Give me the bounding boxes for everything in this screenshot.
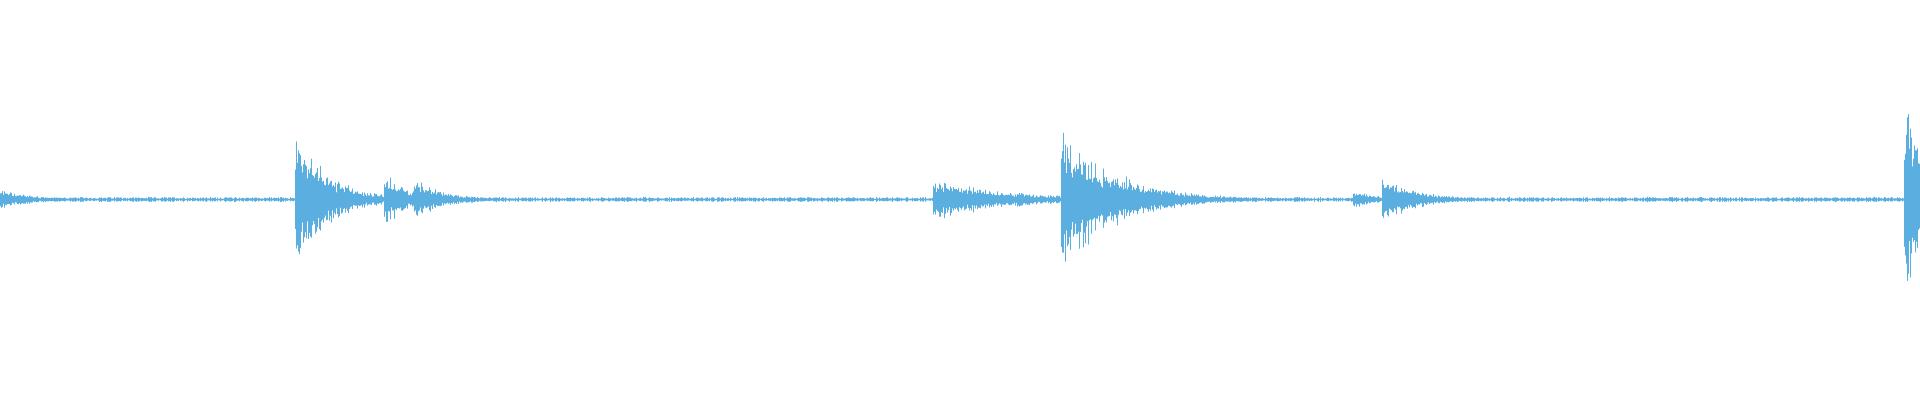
- waveform-path: [0, 114, 1920, 281]
- waveform-samples: [0, 114, 1920, 281]
